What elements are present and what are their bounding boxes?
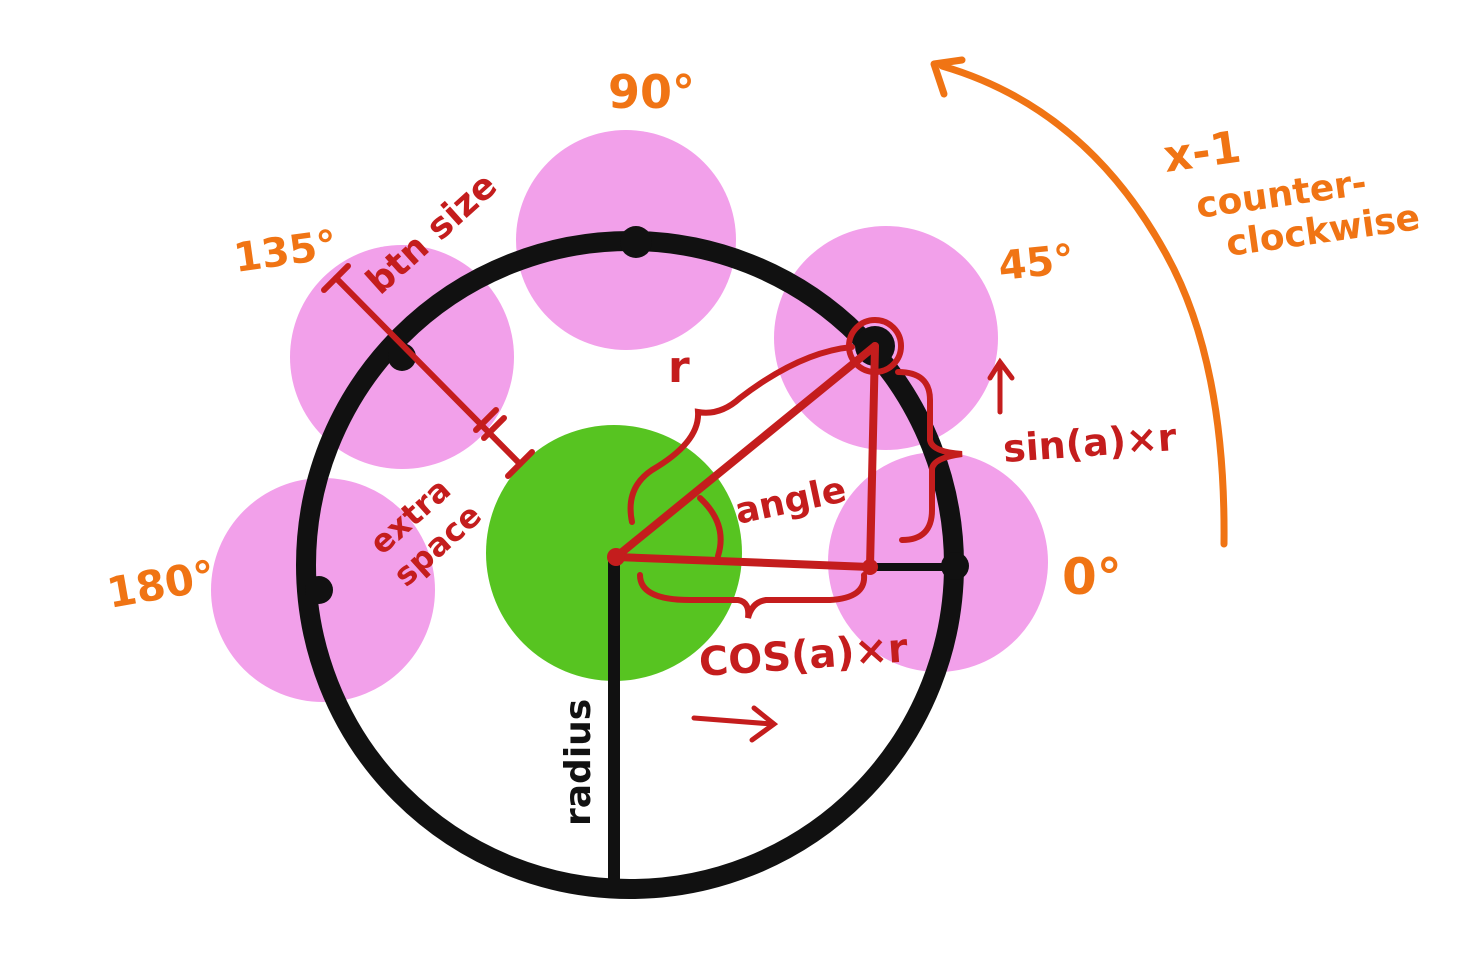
angle-label: angle — [731, 469, 850, 532]
center-point — [607, 548, 625, 566]
sin-label: sin(a)×r — [1002, 415, 1179, 471]
direction-multiplier: x-1 — [1160, 122, 1244, 183]
r-brace — [627, 344, 855, 525]
sin-brace — [895, 369, 963, 543]
label-0-degrees: 0° — [1062, 548, 1122, 606]
label-180-degrees: 180° — [103, 551, 219, 618]
btn-size-dimension — [321, 263, 535, 479]
r-label: r — [668, 342, 690, 393]
cos-label: COS(a)×r — [697, 625, 909, 685]
down-right-arrow — [691, 705, 779, 743]
counter-clockwise-arrow — [930, 56, 1228, 548]
button-circle-0 — [828, 452, 1048, 672]
ring-dot-90 — [620, 226, 652, 258]
trig-triangle — [612, 342, 879, 571]
radius-label: radius — [558, 699, 599, 826]
corner-point — [862, 559, 878, 575]
label-135-degrees: 135° — [231, 222, 340, 282]
ring-dot-180 — [305, 576, 333, 604]
label-90-degrees: 90° — [608, 65, 695, 119]
angle-arc — [697, 495, 724, 559]
cos-brace — [637, 572, 868, 619]
up-arrow — [987, 357, 1015, 415]
label-45-degrees: 45° — [996, 236, 1076, 290]
